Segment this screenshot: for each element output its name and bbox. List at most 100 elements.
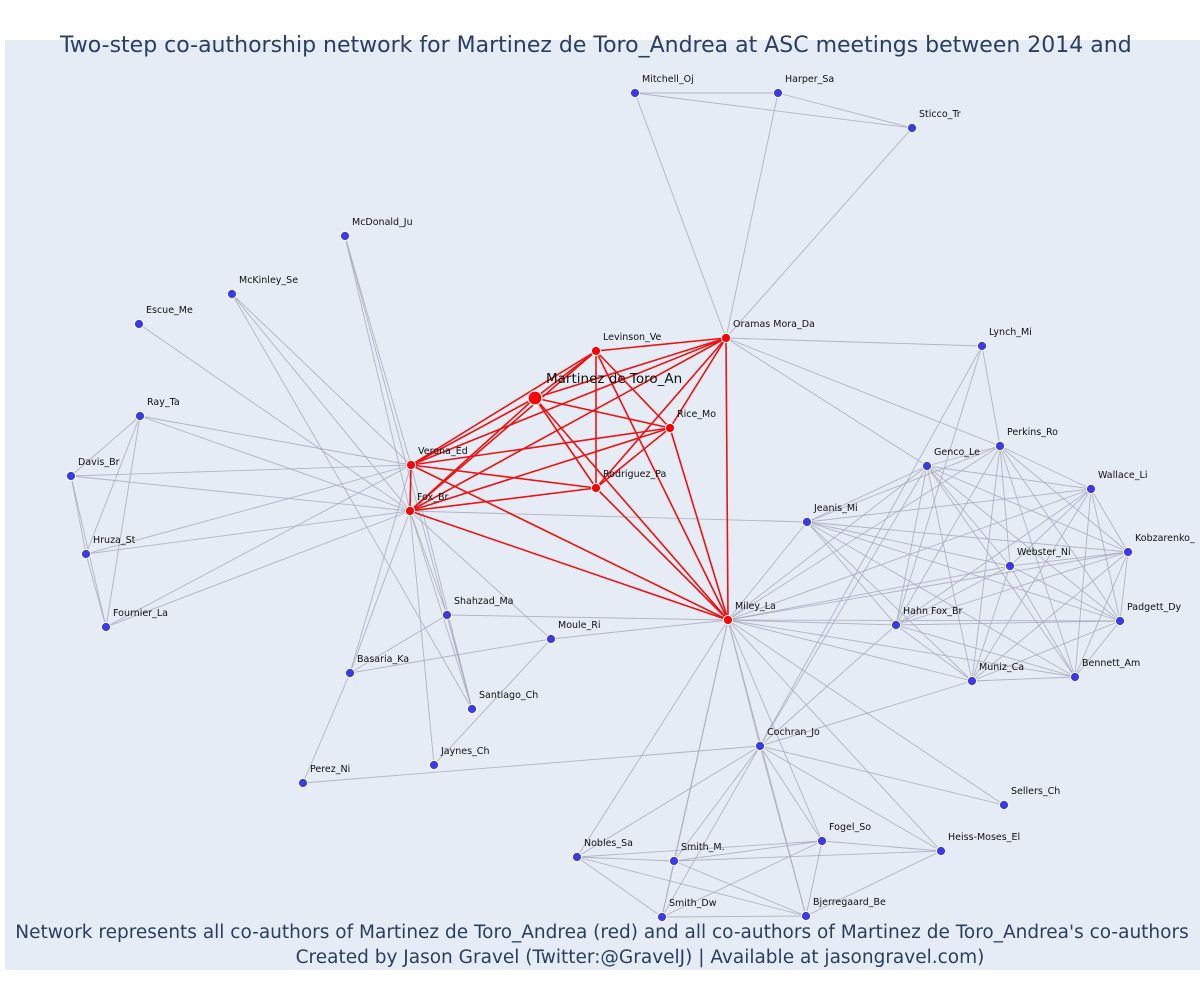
- edge-oramas-sticco: [725, 127, 913, 339]
- node-lynch[interactable]: [976, 340, 988, 352]
- edge-shahzad-miley: [446, 614, 729, 621]
- node-rice[interactable]: [664, 422, 676, 434]
- node-verona[interactable]: [405, 459, 417, 471]
- edge-moule-jaynes: [433, 638, 552, 766]
- edge-harper-sticco: [777, 92, 913, 129]
- node-padgett[interactable]: [1114, 615, 1126, 627]
- edge-miley-webster: [727, 565, 1011, 621]
- node-jaynes[interactable]: [428, 759, 440, 771]
- node-mcdonald[interactable]: [339, 230, 351, 242]
- node-jeanis[interactable]: [801, 516, 813, 528]
- node-cochran[interactable]: [754, 740, 766, 752]
- node-label-davis: Davis_Br: [78, 457, 120, 468]
- edge-oramas-rice: [669, 337, 727, 429]
- edge-oramas-harper: [725, 92, 779, 339]
- edge-wallace-muniz: [971, 488, 1092, 682]
- node-label-basaria: Basaria_Ka: [357, 654, 409, 665]
- node-label-mitchell: Mitchell_Oj: [642, 74, 694, 85]
- node-label-sticco: Sticco_Tr: [919, 109, 961, 120]
- edge-wallace-bennett: [1074, 488, 1092, 678]
- node-oramas[interactable]: [720, 332, 732, 344]
- node-davis[interactable]: [65, 470, 77, 482]
- caption-line-1: Network represents all co-authors of Mar…: [15, 922, 1188, 943]
- edge-smithm-smithdw: [661, 860, 675, 918]
- node-ray[interactable]: [134, 410, 146, 422]
- node-martinez[interactable]: [527, 390, 543, 406]
- edge-mckinley-verona: [231, 293, 412, 466]
- edge-genco-webster: [926, 465, 1011, 567]
- node-mitchell[interactable]: [629, 87, 641, 99]
- node-fox[interactable]: [404, 505, 416, 517]
- edge-nobles-smithm: [576, 856, 675, 862]
- node-heissmoses[interactable]: [935, 845, 947, 857]
- edge-genco-cochran: [759, 465, 928, 747]
- node-genco[interactable]: [921, 460, 933, 472]
- node-miley[interactable]: [722, 614, 734, 626]
- node-bennett[interactable]: [1069, 671, 1081, 683]
- node-label-rodriguez: Rodriguez_Pa: [603, 469, 666, 480]
- edge-basaria-perez: [302, 672, 351, 784]
- node-mckinley[interactable]: [226, 288, 238, 300]
- node-label-rice: Rice_Mo: [677, 409, 716, 420]
- node-sellers[interactable]: [998, 799, 1010, 811]
- edge-cochran-smithdw: [661, 745, 761, 918]
- edge-cochran-bjerregaard: [759, 745, 807, 917]
- edge-levinson-miley: [595, 350, 729, 621]
- node-hruza[interactable]: [80, 548, 92, 560]
- node-label-mckinley: McKinley_Se: [239, 275, 298, 286]
- node-label-shahzad: Shahzad_Ma: [454, 596, 514, 607]
- edge-hahnfox-bennett: [895, 624, 1076, 678]
- node-levinson[interactable]: [590, 345, 602, 357]
- edge-webster-padgett: [1009, 565, 1121, 622]
- edge-kobzarenko-muniz: [971, 551, 1129, 682]
- edge-lynch-cochran: [759, 345, 983, 747]
- node-shahzad[interactable]: [441, 609, 453, 621]
- chart-title: Two-step co-authorship network for Marti…: [59, 33, 1132, 58]
- edge-moule-basaria: [349, 638, 552, 674]
- edge-wallace-hahnfox: [895, 488, 1092, 626]
- node-hahnfox[interactable]: [890, 619, 902, 631]
- node-harper[interactable]: [772, 87, 784, 99]
- edge-moule-miley: [550, 619, 729, 640]
- node-escue[interactable]: [133, 318, 145, 330]
- edge-muniz-bennett: [971, 676, 1076, 682]
- edge-martinez-rice: [534, 397, 671, 429]
- edge-wallace-jeanis: [806, 488, 1092, 523]
- node-nobles[interactable]: [571, 851, 583, 863]
- edge-padgett-bennett: [1074, 620, 1121, 678]
- node-smithdw[interactable]: [656, 911, 668, 923]
- node-perez[interactable]: [297, 777, 309, 789]
- node-moule[interactable]: [545, 633, 557, 645]
- edge-genco-perkins: [926, 445, 1001, 467]
- edge-perkins-bennett: [999, 445, 1076, 678]
- node-bjerregaard[interactable]: [800, 910, 812, 922]
- node-basaria[interactable]: [344, 667, 356, 679]
- edge-cochran-perez: [302, 745, 761, 784]
- edge-miley-jeanis: [727, 521, 808, 621]
- node-webster[interactable]: [1004, 560, 1016, 572]
- edge-kobzarenko-webster: [1009, 551, 1129, 567]
- node-smithm[interactable]: [668, 855, 680, 867]
- node-label-smithm: Smith_M.: [681, 842, 725, 853]
- node-label-muniz: Muniz_Ca: [979, 662, 1024, 673]
- node-muniz[interactable]: [966, 675, 978, 687]
- edge-fogel-heissmoses: [821, 840, 942, 852]
- edge-levinson-verona: [410, 350, 597, 466]
- node-label-perkins: Perkins_Ro: [1007, 427, 1058, 438]
- node-perkins[interactable]: [994, 440, 1006, 452]
- edge-ray-verona: [139, 415, 412, 466]
- edge-martinez-oramas: [534, 337, 727, 399]
- node-santiago[interactable]: [466, 703, 478, 715]
- edge-genco-hahnfox: [895, 465, 928, 626]
- edge-oramas-lynch: [725, 337, 983, 347]
- edge-cochran-smithm: [673, 745, 761, 862]
- edge-kobzarenko-bennett: [1074, 551, 1129, 678]
- node-wallace[interactable]: [1085, 483, 1097, 495]
- edge-shahzad-santiago: [446, 614, 473, 710]
- node-fogel[interactable]: [816, 835, 828, 847]
- node-fournier[interactable]: [100, 621, 112, 633]
- node-rodriguez[interactable]: [590, 482, 602, 494]
- node-kobzarenko[interactable]: [1122, 546, 1134, 558]
- node-sticco[interactable]: [906, 122, 918, 134]
